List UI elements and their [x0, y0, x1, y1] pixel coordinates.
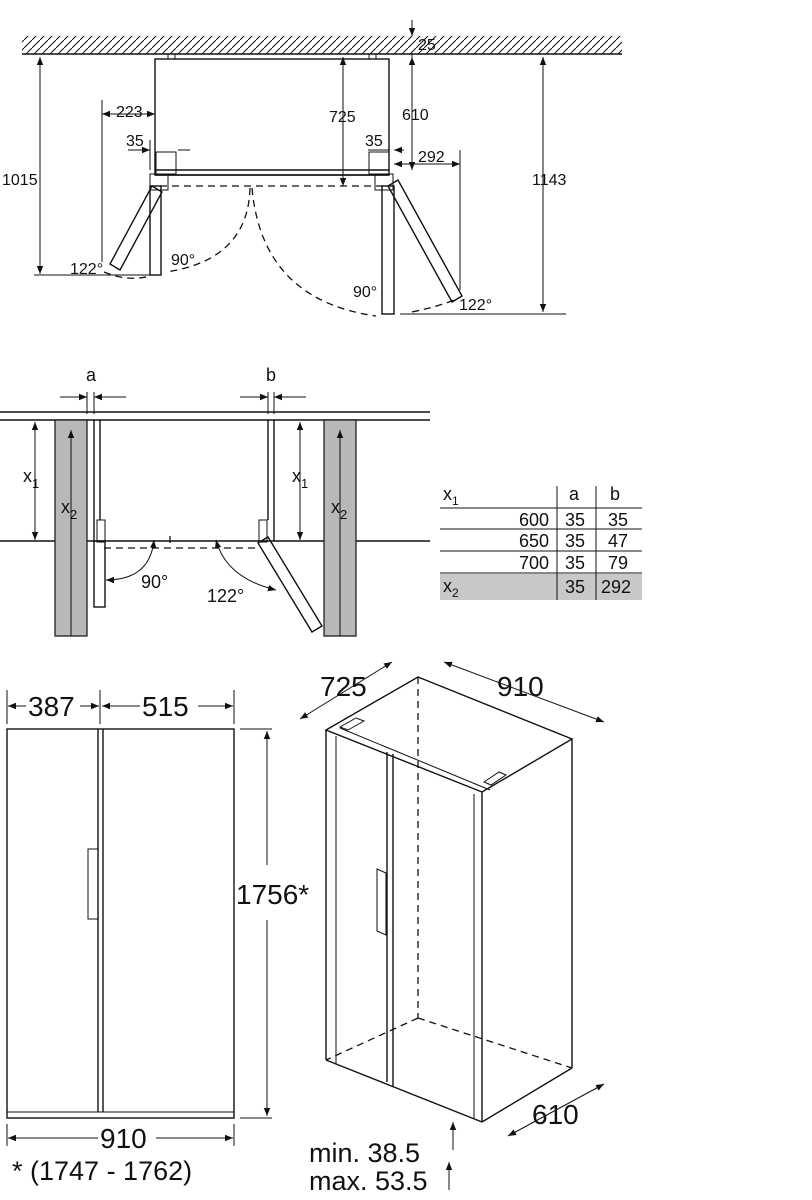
niche-right-door	[257, 536, 323, 633]
table-last-b: 292	[601, 577, 631, 597]
table-row-b: 79	[608, 553, 628, 573]
iso-max-label: max. 53.5	[309, 1166, 428, 1196]
table-row-x: 600	[519, 510, 549, 530]
fridge-front	[6, 728, 235, 1119]
label-x1-left: x1	[23, 466, 39, 491]
wall-hatching	[22, 36, 622, 54]
table-row-b: 35	[608, 510, 628, 530]
dim-cabinet-610: 610	[402, 107, 429, 124]
table-row-x: 700	[519, 553, 549, 573]
dim-right-hinge: 35	[365, 133, 383, 150]
angle-right-122: 122°	[459, 297, 492, 314]
dim-left-offset: 223	[116, 104, 143, 121]
table-header-b: b	[610, 484, 620, 504]
niche-view-diagram: a b x1 x2 x1 x2 90° 122°	[0, 365, 430, 637]
angle-left-122: 122°	[70, 261, 103, 278]
dim-height: 1756*	[236, 879, 309, 910]
iso-dim-cabinet-depth: 610	[532, 1099, 579, 1130]
right-door-90	[381, 185, 395, 315]
iso-dim-depth: 725	[320, 671, 367, 702]
dim-ceiling-gap: 25	[418, 37, 436, 54]
label-x2-left: x2	[61, 497, 77, 522]
dim-left-width: 387	[28, 691, 75, 722]
niche-left-door	[93, 540, 106, 608]
dim-right-total: 1143	[532, 172, 567, 189]
table-row-a: 35	[565, 531, 585, 551]
table-row-a: 35	[565, 510, 585, 530]
clearance-table: x1 a b 600 35 35 650 35 47 700 35 79 x2 …	[440, 484, 642, 600]
table-row-x: 650	[519, 531, 549, 551]
left-door-90	[149, 185, 162, 276]
dim-right-width: 515	[142, 691, 189, 722]
left-door-122	[109, 185, 163, 271]
label-b: b	[266, 365, 276, 385]
dim-depth-725: 725	[329, 109, 356, 126]
isometric-view-diagram: 725 910 610 min. 38.5 max. 53.5	[299, 661, 605, 1196]
front-handle	[87, 848, 99, 920]
table-header-var: x1	[443, 484, 459, 508]
dim-right-offset: 292	[418, 149, 445, 166]
iso-min-label: min. 38.5	[309, 1138, 420, 1168]
table-last-a: 35	[565, 577, 585, 597]
table-header-a: a	[569, 484, 580, 504]
front-view-diagram: 387 515 1756* 910 * (1747 - 1762)	[6, 690, 309, 1186]
label-a: a	[86, 365, 97, 385]
angle-right-90: 90°	[353, 284, 377, 301]
table-last-var: x2	[443, 576, 459, 600]
table-row-b: 47	[608, 531, 628, 551]
right-door-122	[387, 179, 463, 303]
dim-left-hinge: 35	[126, 133, 144, 150]
iso-dim-width: 910	[497, 671, 544, 702]
table-highlight-row	[440, 574, 642, 600]
height-footnote: * (1747 - 1762)	[12, 1156, 192, 1186]
table-row-a: 35	[565, 553, 585, 573]
dim-total-width: 910	[100, 1123, 147, 1154]
iso-handle	[376, 868, 387, 936]
angle-left-90: 90°	[171, 252, 195, 269]
dim-left-total: 1015	[2, 172, 38, 189]
top-view-diagram: 25 725 610 223 35 35 292 1015 1143 90° 1…	[2, 20, 622, 317]
niche-angle-90: 90°	[141, 572, 168, 592]
label-x1-right: x1	[292, 466, 308, 491]
label-x2-right: x2	[331, 497, 347, 522]
niche-angle-122: 122°	[207, 586, 244, 606]
